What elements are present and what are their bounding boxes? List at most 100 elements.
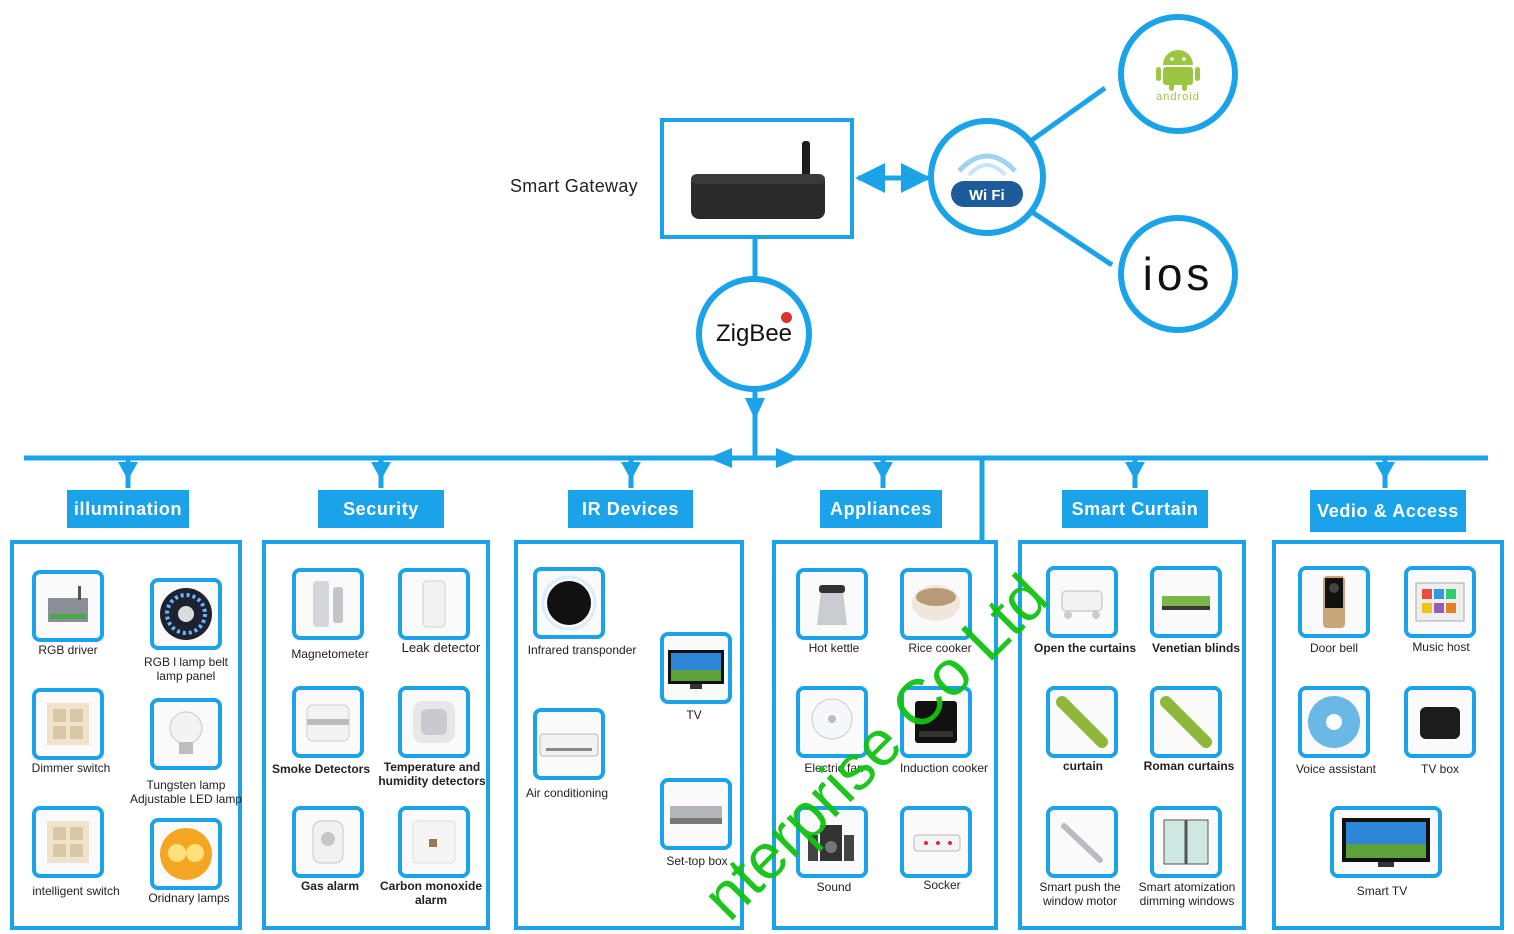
kettle-icon xyxy=(817,585,847,625)
ios-circle[interactable]: ios xyxy=(1118,215,1238,333)
android-circle[interactable]: android xyxy=(1118,14,1238,134)
speaker-icon xyxy=(808,825,854,861)
device-label: Socker xyxy=(923,878,961,892)
ordinary-lamps-device[interactable] xyxy=(150,818,222,890)
device-label: TV box xyxy=(1420,762,1459,776)
device-label: Carbon monoxide alarm xyxy=(379,879,482,907)
device-label: Smart push the window motor xyxy=(1039,880,1121,908)
temperature-humidity-device[interactable] xyxy=(398,686,470,758)
rice-cooker-device[interactable] xyxy=(900,568,972,640)
music-host-device[interactable] xyxy=(1404,566,1476,638)
socket-device[interactable] xyxy=(900,806,972,878)
tv-device[interactable] xyxy=(660,632,732,704)
hot-kettle-device[interactable] xyxy=(796,568,868,640)
rgb-lamp-belt-device[interactable] xyxy=(150,578,222,650)
device-label: intelligent switch xyxy=(32,884,120,898)
gateway-label: Smart Gateway xyxy=(510,176,638,196)
device-label: Tungsten lamp Adjustable LED lamp xyxy=(129,778,243,806)
fan-icon xyxy=(811,698,853,740)
power-strip-icon xyxy=(913,834,961,852)
device-label: Air conditioning xyxy=(525,786,609,800)
device-label: Smart atomization dimming windows xyxy=(1138,880,1236,908)
device-label: Rice cooker xyxy=(908,641,972,655)
venetian-blinds-device[interactable] xyxy=(1150,566,1222,638)
device-label: Smart TV xyxy=(1356,884,1408,898)
voice-assistant-device[interactable] xyxy=(1298,686,1370,758)
induction-cooker-icon xyxy=(915,701,957,743)
ios-label: ios xyxy=(1142,248,1214,300)
device-label: Magnetometer xyxy=(291,647,369,661)
gateway-device[interactable] xyxy=(660,118,854,239)
category-tag-smart-curtain[interactable]: Smart Curtain xyxy=(1062,490,1208,528)
door-bell-device[interactable] xyxy=(1298,566,1370,638)
device-label: curtain xyxy=(1062,759,1103,773)
video-doorbell-icon xyxy=(1323,576,1345,628)
roman-curtains-device[interactable] xyxy=(1150,686,1222,758)
electric-fan-device[interactable] xyxy=(796,686,868,758)
smoke-detector-device[interactable] xyxy=(292,686,364,758)
device-label: Leak detector xyxy=(401,640,481,655)
tungsten-lamp-device[interactable] xyxy=(150,698,222,770)
open-curtains-device[interactable] xyxy=(1046,566,1118,638)
smart-tv-device[interactable] xyxy=(1330,806,1442,878)
device-label: Temperature and humidity detectors xyxy=(378,760,486,788)
device-label: Door bell xyxy=(1309,641,1359,655)
device-label: Music host xyxy=(1412,640,1470,654)
tv-icon xyxy=(1342,818,1430,867)
wifi-circle[interactable]: Wi Fi xyxy=(928,118,1046,236)
co-sensor-icon xyxy=(412,820,456,864)
device-label: Oridnary lamps xyxy=(148,891,230,905)
tv-box-device[interactable] xyxy=(1404,686,1476,758)
set-top-box-device[interactable] xyxy=(660,778,732,850)
rgb-driver-device[interactable] xyxy=(32,570,104,642)
infrared-transponder-device[interactable] xyxy=(533,567,605,639)
svg-text:Wi Fi: Wi Fi xyxy=(969,187,1005,204)
air-conditioner-icon xyxy=(539,733,599,757)
device-label: RGB l lamp belt lamp panel xyxy=(143,655,229,683)
device-label: Electric fan xyxy=(804,761,864,775)
zigbee-label: ZigBee xyxy=(715,320,793,347)
smoke-sensor-icon xyxy=(306,704,350,742)
water-sensor-icon xyxy=(422,580,446,628)
rice-cooker-icon xyxy=(912,585,960,621)
rgb-driver-icon xyxy=(48,586,88,622)
device-label: Hot kettle xyxy=(808,641,860,655)
leak-detector-device[interactable] xyxy=(398,568,470,640)
category-tag-appliances[interactable]: Appliances xyxy=(820,490,942,528)
router-icon xyxy=(691,140,825,219)
device-label: TV xyxy=(686,708,702,722)
device-label: Open the curtains xyxy=(1033,641,1137,655)
induction-cooker-device[interactable] xyxy=(900,686,972,758)
sound-device[interactable] xyxy=(796,806,868,878)
smart-glass-icon xyxy=(1163,819,1209,865)
device-label: Voice assistant xyxy=(1295,762,1377,776)
gas-alarm-device[interactable] xyxy=(292,806,364,878)
category-tag-illumination[interactable]: illumination xyxy=(67,490,189,528)
glowing-bulbs-icon xyxy=(160,828,212,880)
carbon-monoxide-device[interactable] xyxy=(398,806,470,878)
category-tag-security[interactable]: Security xyxy=(318,490,444,528)
device-label: Set-top box xyxy=(666,854,728,868)
window-pusher-icon xyxy=(1061,823,1103,863)
atomization-window-device[interactable] xyxy=(1150,806,1222,878)
category-tag-ir-devices[interactable]: IR Devices xyxy=(568,490,693,528)
device-label: Sound xyxy=(816,880,852,894)
switch-panel-icon xyxy=(47,703,89,745)
window-motor-device[interactable] xyxy=(1046,806,1118,878)
switch-panel-icon xyxy=(47,821,89,863)
air-conditioning-device[interactable] xyxy=(533,708,605,780)
gas-sensor-icon xyxy=(312,820,344,864)
dimmer-switch-device[interactable] xyxy=(32,688,104,760)
smart-speaker-icon xyxy=(1308,696,1360,748)
category-tag-vedio-access[interactable]: Vedio & Access xyxy=(1310,490,1466,532)
device-label: RGB driver xyxy=(38,643,98,657)
zigbee-circle[interactable]: ZigBee xyxy=(696,276,812,392)
tv-icon xyxy=(668,650,724,689)
tubular-motor-icon xyxy=(1160,696,1212,748)
tubular-motor-icon xyxy=(1056,696,1108,748)
intelligent-switch-device[interactable] xyxy=(32,806,104,878)
magnetometer-device[interactable] xyxy=(292,568,364,640)
light-bulb-icon xyxy=(169,711,203,754)
curtain-device[interactable] xyxy=(1046,686,1118,758)
tv-box-icon xyxy=(1420,707,1460,739)
